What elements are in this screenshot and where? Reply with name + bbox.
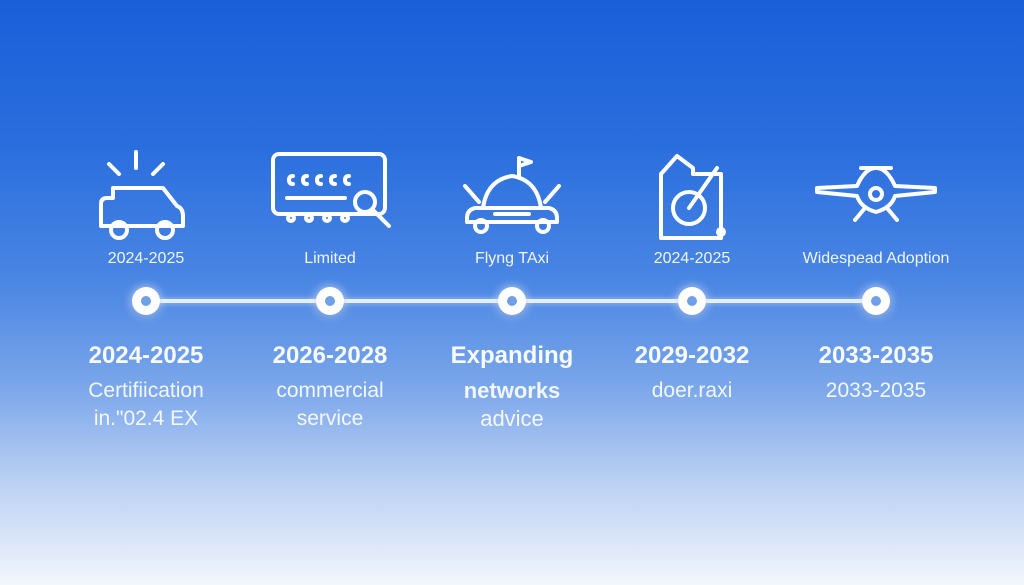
- ticket-search-icon: [271, 146, 391, 246]
- description-line: 2033-2035: [825, 379, 927, 402]
- aircraft-icon: [815, 146, 937, 246]
- milestone-description: doer.raxi: [587, 377, 797, 405]
- milestone-year: 2024-2025: [88, 342, 204, 369]
- milestone-description: Certifiication in."02.4 EX: [41, 377, 251, 433]
- milestone-5: Widespead Adoption 2033-2035 2033-2035: [781, 0, 971, 585]
- milestone-year: 2029-2032: [634, 342, 750, 369]
- milestone-3: Flyng TAxi Expanding networks advice: [417, 0, 607, 585]
- timeline-node-2[interactable]: [316, 287, 344, 315]
- milestone-description: 2033-2035: [771, 377, 981, 405]
- description-line: commercial: [276, 379, 384, 402]
- description-line: Certifiication: [88, 379, 204, 402]
- milestone-top-label: Flyng TAxi: [474, 250, 550, 267]
- description-line: advice: [480, 406, 544, 431]
- timeline-node-5[interactable]: [862, 287, 890, 315]
- description-line: networks: [463, 378, 561, 403]
- document-gauge-icon: [637, 146, 747, 246]
- milestone-year: 2033-2035: [818, 342, 934, 369]
- milestone-top-label: 2024-2025: [107, 250, 185, 267]
- description-line: doer.raxi: [651, 379, 733, 402]
- milestone-year: Expanding: [450, 342, 574, 369]
- car-signal-icon: [91, 146, 201, 246]
- timeline-node-3[interactable]: [498, 287, 526, 315]
- description-line: in."02.4 EX: [93, 407, 199, 430]
- flying-taxi-icon: [457, 146, 567, 246]
- milestone-top-label: Widespead Adoption: [802, 250, 950, 267]
- milestone-top-label: 2024-2025: [653, 250, 731, 267]
- milestone-4: 2024-2025 2029-2032 doer.raxi: [597, 0, 787, 585]
- milestone-year: 2026-2028: [272, 342, 388, 369]
- milestone-1: 2024-2025 2024-2025 Certifiication in."0…: [51, 0, 241, 585]
- timeline-node-1[interactable]: [132, 287, 160, 315]
- milestone-description: commercial service: [225, 377, 435, 433]
- description-line: service: [296, 407, 364, 430]
- milestone-top-label: Limited: [304, 250, 356, 267]
- milestone-description: networks advice: [407, 377, 617, 433]
- milestone-2: Limited 2026-2028 commercial service: [235, 0, 425, 585]
- timeline-node-4[interactable]: [678, 287, 706, 315]
